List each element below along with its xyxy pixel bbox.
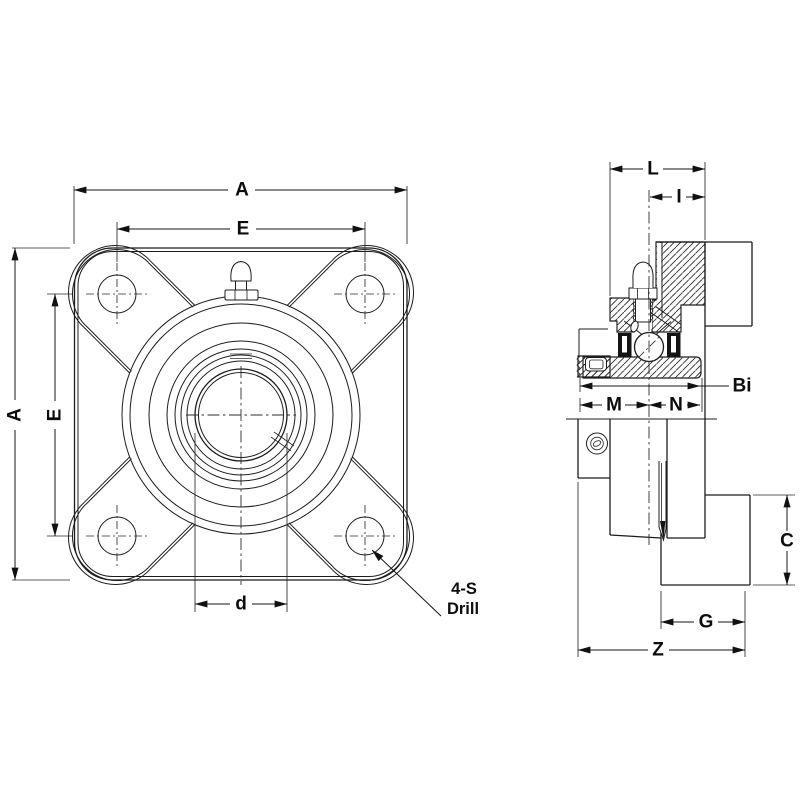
drill-leader-line [371,549,442,617]
dim-label-bi: Bi [733,376,752,397]
dim-label-a-top: A [235,180,249,201]
dim-label-n: N [669,395,683,416]
dimension-g: G [660,591,746,657]
dim-label-c: C [780,531,794,552]
dim-label-l: L [647,159,659,180]
grease-passage-lines [230,353,252,359]
side-view: L I Bi M N [566,159,797,661]
dimension-e-left: E [45,293,72,537]
front-view: A E A E d [5,180,480,619]
bore-centerlines [186,366,296,585]
dimension-z: Z [577,482,746,661]
dimension-d: d [194,433,288,615]
side-view-outline [566,241,753,586]
bearing-seals [618,333,681,357]
corner-lobes [67,244,415,586]
grease-fitting-dome [230,260,252,282]
collar-set-screw-side [586,432,608,455]
grease-fitting-hex-section [628,287,658,300]
inner-ring-section [582,356,702,379]
housing-boss-section [609,297,635,333]
dimension-a-left: A [5,247,70,581]
bolt-holes [86,263,396,567]
drill-callout-line1: 4-S [451,580,477,598]
dim-label-g: G [699,612,714,633]
dim-label-e-top: E [237,219,250,240]
cage-rivet [630,320,639,333]
drill-callout-line2: Drill [447,600,479,618]
flinger-blade [658,461,667,542]
dim-label-a-left: A [5,408,26,422]
dim-label-z: Z [652,640,664,661]
dimension-c: C [753,494,797,586]
dimension-l: L [609,159,706,296]
grease-fitting-hex-base [224,289,259,301]
dim-label-e-left: E [45,409,66,422]
dim-label-d: d [235,594,247,615]
collar-knurl-edge [576,355,581,378]
flange-square-outline [73,247,408,581]
grease-fitting-section [628,261,658,323]
collar-socket-section [585,357,607,372]
grease-fitting-front [224,260,259,301]
dimension-i: I [649,187,706,208]
dimension-bi: Bi [579,376,752,412]
dim-label-i: I [676,187,681,208]
spherical-seat-lines [649,306,682,334]
dimension-a-top: A [73,180,408,244]
grease-fitting-shank [635,298,651,323]
grease-fitting-dome-section [632,261,654,288]
insert-ring-edge [578,328,608,356]
dimension-m: M [579,395,650,416]
drill-callout: 4-S Drill [371,549,479,618]
ball-centerline [638,336,660,358]
dimension-n: N [648,395,701,416]
setscrew-hole-lines [270,431,295,452]
dim-label-m: M [606,395,622,416]
rib-edges [83,260,399,570]
dimension-e-top: E [116,219,366,262]
